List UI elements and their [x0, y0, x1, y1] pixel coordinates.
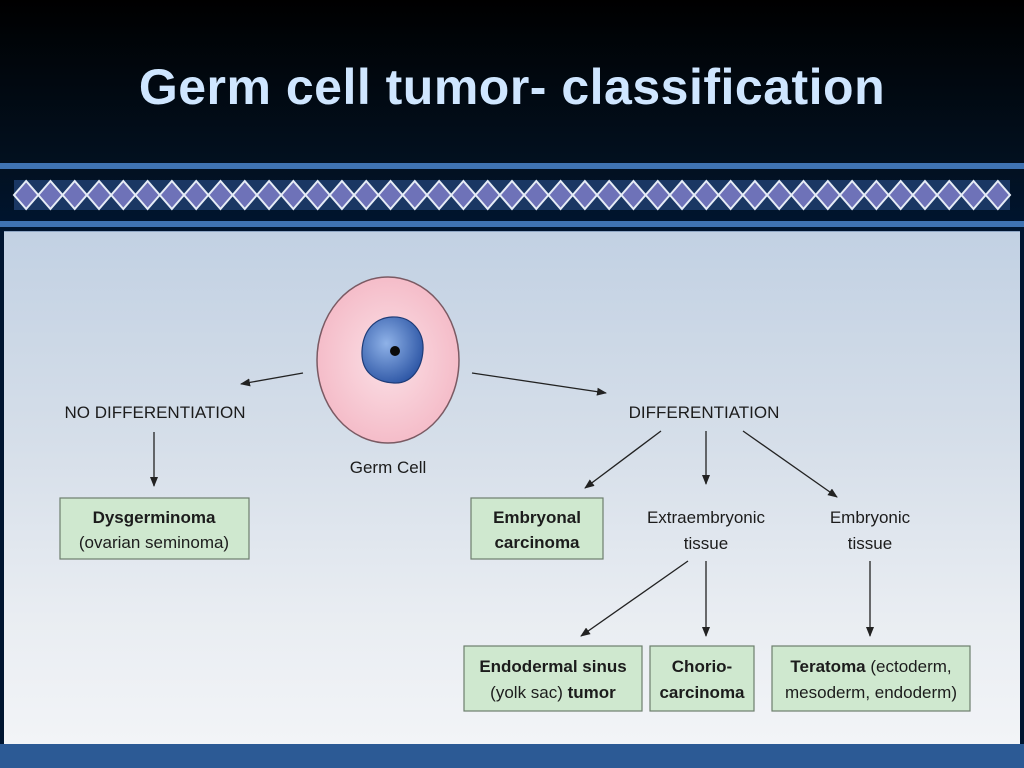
- band-line-bottom: [0, 221, 1024, 227]
- embryonal-title: Embryonal: [493, 508, 581, 527]
- svg-text:Teratoma (ectoderm,: Teratoma (ectoderm,: [790, 657, 951, 676]
- arrow-no-differentiation: [240, 372, 304, 387]
- dysgerminoma-box: Dysgerminoma (ovarian seminoma): [59, 497, 250, 560]
- teratoma-subtitle: mesoderm, endoderm): [785, 683, 957, 702]
- diamond-band: [12, 179, 1012, 211]
- slide-title: Germ cell tumor- classification: [138, 59, 886, 115]
- embryonic-label: Embryonic: [830, 508, 911, 527]
- svg-text:(yolk sac) tumor: (yolk sac) tumor: [490, 683, 616, 702]
- teratoma-title: Teratoma: [790, 657, 866, 676]
- chorio-subtitle: carcinoma: [659, 683, 745, 702]
- extraembryonic-label: Extraembryonic: [647, 508, 766, 527]
- endodermal-subtitle-b: tumor: [568, 683, 617, 702]
- embryonic-sublabel: tissue: [848, 534, 892, 553]
- differentiation-label: DIFFERENTIATION: [629, 403, 780, 422]
- embryonal-carcinoma-box: Embryonal carcinoma: [470, 497, 604, 560]
- arrow-embryonic: [742, 430, 838, 498]
- classification-diagram: Germ Cell NO DIFFERENTIATION DIFFERENTIA…: [59, 276, 971, 712]
- germ-cell-label: Germ Cell: [350, 458, 427, 477]
- arrow-embryonal: [584, 430, 662, 489]
- bottom-bar: [0, 744, 1024, 768]
- dysgerminoma-subtitle: (ovarian seminoma): [79, 533, 229, 552]
- band-line-top: [0, 163, 1024, 169]
- arrow-differentiation: [471, 372, 607, 396]
- germ-cell-icon: [316, 276, 460, 444]
- endodermal-subtitle-a: (yolk sac): [490, 683, 567, 702]
- arrow-endodermal-sinus: [580, 560, 689, 637]
- no-differentiation-label: NO DIFFERENTIATION: [64, 403, 245, 422]
- endodermal-title: Endodermal sinus: [479, 657, 626, 676]
- choriocarcinoma-box: Chorio- carcinoma: [649, 645, 755, 712]
- teratoma-title-rest: (ectoderm,: [866, 657, 952, 676]
- chorio-title: Chorio-: [672, 657, 732, 676]
- endodermal-sinus-box: Endodermal sinus (yolk sac) tumor: [463, 645, 643, 712]
- diamond-ornament: [984, 179, 1012, 211]
- teratoma-box: Teratoma (ectoderm, mesoderm, endoderm): [771, 645, 971, 712]
- diagram-panel: Germ Cell NO DIFFERENTIATION DIFFERENTIA…: [4, 231, 1020, 745]
- dysgerminoma-title: Dysgerminoma: [93, 508, 216, 527]
- extraembryonic-sublabel: tissue: [684, 534, 728, 553]
- embryonal-subtitle: carcinoma: [494, 533, 580, 552]
